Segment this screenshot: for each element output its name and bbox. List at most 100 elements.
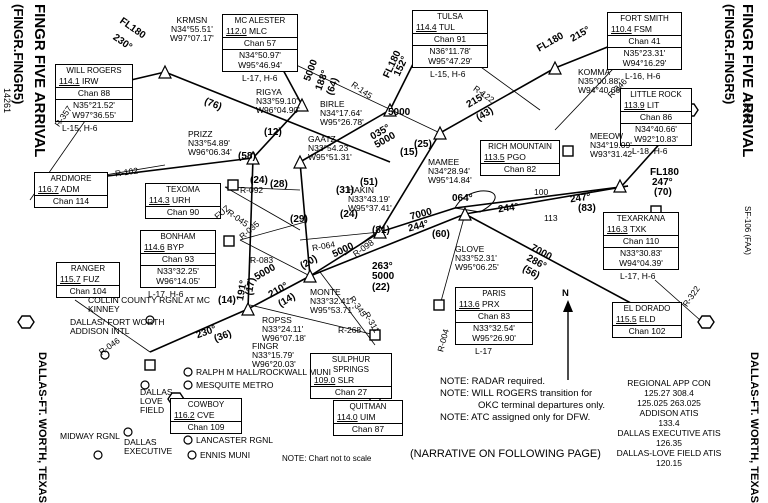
note-will-rogers: NOTE: WILL ROGERS transition for [440, 388, 593, 399]
fix-lat: N33°59.10' [256, 96, 298, 106]
route-distance: (22) [372, 282, 390, 293]
route-line [299, 109, 391, 163]
navaid-little-rock: LITTLE ROCK 113.9 LIT Chan 86 N34°40.66'… [620, 88, 692, 146]
airport-halls: RALPH M HALL/ROCKWALL MUNI [196, 367, 331, 377]
radial-line [439, 213, 466, 306]
navaid-freq: 113.6 [459, 299, 480, 309]
navaid-lon: W96°14.05' [156, 276, 200, 286]
comm-label: REGIONAL APP CON [627, 378, 711, 388]
route-line [379, 132, 441, 233]
navaid-alt: L-18, H-6 [632, 146, 668, 156]
fix-name: FINGR [252, 341, 279, 351]
navaid-id: TXK [629, 224, 647, 234]
fix-lon: W95°37.41' [348, 203, 392, 213]
fix-gaatz [293, 154, 307, 169]
navaid-lat: N35°23.31' [623, 48, 666, 58]
route-distance: (70) [654, 187, 672, 198]
navaid-freq: 113.5 [484, 152, 505, 162]
navaid-id: FSM [634, 24, 652, 34]
navaid-alt: L-15, H-6 [430, 69, 466, 79]
navaid-name: PARIS [482, 289, 506, 298]
navaid-name: TEXARKANA [616, 214, 666, 223]
radial-line [74, 299, 151, 353]
navaid-freq: 114.6 [144, 242, 165, 252]
navaid-alt: L-17, H-6 [242, 73, 278, 83]
navaid-alt: L-17, H-6 [620, 271, 656, 281]
fix-ropss [241, 301, 255, 316]
navaid-texoma: TEXOMA 114.3 URH Chan 90 [145, 183, 221, 219]
navaid-alt: L-17, H-6 [148, 289, 184, 299]
fix-lon: W95°14.84' [428, 175, 472, 185]
navaid-lat: N33°32.54' [473, 323, 515, 333]
navaid-chan: Chan 109 [171, 421, 241, 432]
fix-lat: N33°54.23' [308, 143, 350, 153]
navaid-bonham: BONHAM 114.6 BYP Chan 93 N33°32.25'W96°1… [140, 230, 216, 288]
fix-lat: N33°24.11' [262, 324, 304, 334]
navaid-chan: Chan 88 [56, 87, 132, 98]
fix-ropss-label: ROPSS N33°24.11' W96°07.18' [262, 316, 306, 343]
navaid-name: RICH MOUNTAIN [488, 142, 552, 151]
fix-lon: W95°26.78' [320, 117, 364, 127]
radial-label: R-092 [240, 185, 264, 195]
route-line [454, 185, 629, 209]
navaid-chan: Chan 82 [481, 163, 559, 174]
navaid-name: BONHAM [160, 232, 196, 241]
north-label: N [562, 288, 569, 299]
airport-dallas-exec: DALLAS EXECUTIVE [124, 437, 173, 456]
route-distance: (12) [264, 127, 282, 138]
comm-label: DALLAS-LOVE FIELD ATIS [616, 448, 722, 458]
navaid-id: BYP [167, 242, 185, 252]
fix-lon: W94°40.66' [578, 85, 622, 95]
airport-lancaster: LANCASTER RGNL [196, 435, 273, 445]
fix-name: KOMMA [578, 67, 611, 77]
navaid-id: PRX [482, 299, 500, 309]
route-line [149, 308, 249, 353]
fix-lon: W96°04.90' [256, 105, 300, 115]
navaid-lat: N34°40.66' [635, 124, 677, 134]
navaid-chan: Chan 102 [613, 325, 681, 336]
comm-freq: 125.025 263.025 [637, 398, 701, 408]
fix-rigya [295, 97, 309, 112]
navaid-freq: 116.7 [38, 184, 59, 194]
fix-mamee-label: MAMEE N34°28.94' W95°14.84' [428, 158, 472, 185]
navaid-lon: W94°04.39' [619, 258, 663, 268]
airport-dallas-fw: DALLAS/ FORT WORTH ADDISON INTL [70, 317, 165, 336]
fix-name: MEEOW [590, 131, 624, 141]
radial-label: R-268 [338, 325, 362, 335]
note-scale: NOTE: Chart not to scale [282, 454, 372, 463]
airport-dallas-love: DALLAS- LOVE FIELD [140, 387, 176, 415]
fix-lon: W96°20.03' [252, 359, 296, 369]
navaid-ranger: RANGER 115.7 FUZ Chan 104 [56, 262, 120, 298]
airport-midway-symbol [93, 450, 103, 460]
radial-line [274, 54, 441, 134]
holding-pattern [454, 190, 496, 213]
navaid-name: QUITMAN [349, 402, 387, 411]
route-course: 244° [497, 201, 520, 216]
navaid-chan: Chan 110 [604, 235, 678, 246]
navaid-alt: L-17 [475, 346, 493, 356]
fix-lat: N34°19.09' [590, 140, 632, 150]
airport-ennis-symbol [187, 450, 197, 460]
fix-komma [548, 60, 562, 75]
navaid-fort-smith: FORT SMITH 110.4 FSM Chan 41 N35°23.31'W… [607, 12, 682, 70]
radial-line [239, 221, 306, 241]
vordme-byp-symbol [223, 235, 235, 247]
fix-name: PRIZZ [188, 129, 213, 139]
navaid-id: URH [172, 195, 191, 205]
navaid-lat: N33°30.83' [620, 248, 662, 258]
fix-name: KRMSN [176, 15, 208, 25]
navaid-lon: W94°16.29' [622, 58, 667, 68]
navaid-id: UIM [360, 412, 376, 422]
navaid-name: LITTLE ROCK [630, 90, 682, 99]
fix-name: RIGYA [256, 87, 282, 97]
comm-freq: 125.27 308.4 [644, 388, 694, 398]
route-distance: (31) [336, 185, 354, 196]
airport-mesquite-symbol [183, 380, 193, 390]
navaid-freq: 116.3 [607, 224, 628, 234]
navaid-name: FORT SMITH [620, 14, 669, 23]
route-distance: (58) [238, 151, 256, 162]
route-distance: (83) [578, 203, 596, 214]
fix-birle [383, 102, 397, 117]
navaid-lat: N34°50.97' [239, 50, 281, 60]
fix-glove-label: GLOVE N33°52.31' W95°06.25' [455, 245, 499, 272]
